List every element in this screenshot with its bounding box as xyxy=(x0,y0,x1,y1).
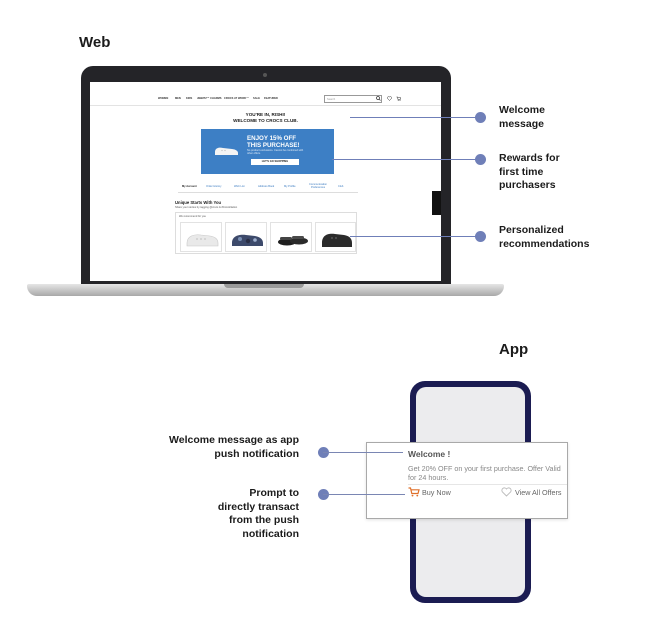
buy-now-button[interactable]: Buy Now xyxy=(408,487,451,497)
tab-address-book[interactable]: Address Book xyxy=(258,185,275,188)
personalized-label: Personalized recommendations xyxy=(499,224,590,250)
laptop-screen: WOMEN MEN KIDS JIBBITZ™ CHARMS CROCS AT … xyxy=(90,82,441,281)
tab-my-profile[interactable]: My Profile xyxy=(284,185,296,188)
banner-title-line-2: THIS PURCHASE! xyxy=(247,142,300,149)
cart-icon[interactable] xyxy=(396,96,401,101)
prompt-connector-line xyxy=(323,494,405,495)
product-card[interactable] xyxy=(180,222,222,252)
welcome-marker-dot xyxy=(475,112,486,123)
unique-section-title: Unique Starts With You xyxy=(175,200,222,205)
tab-communication-preferences[interactable]: Communication Preferences xyxy=(308,183,328,189)
view-all-offers-label: View All Offers xyxy=(515,488,562,497)
clog-shoe-icon xyxy=(215,147,238,155)
nav-item-women[interactable]: WOMEN xyxy=(158,97,169,100)
buy-now-label: Buy Now xyxy=(422,488,451,497)
welcome-push-connector-line xyxy=(323,452,403,453)
unique-section-subtitle: Share your stories by tagging @crocs & #… xyxy=(175,206,238,209)
camo-clog-image xyxy=(232,234,263,246)
shopping-cart-icon xyxy=(408,487,420,497)
search-icon[interactable] xyxy=(376,96,381,101)
account-tabs: My Account Order History Wish List Addre… xyxy=(178,182,358,193)
lets-go-shopping-button[interactable]: LET'S GO SHOPPING xyxy=(251,159,299,165)
site-search-input[interactable]: Search xyxy=(324,95,382,103)
notification-title: Welcome ! xyxy=(408,449,451,459)
welcome-push-label: Welcome message as app push notification xyxy=(169,434,299,460)
rewards-marker-dot xyxy=(475,154,486,165)
white-clog-image xyxy=(186,234,219,247)
product-card[interactable] xyxy=(225,222,267,252)
laptop-notch xyxy=(224,284,304,288)
nav-item-kids[interactable]: KIDS xyxy=(186,97,193,100)
tab-wish-list[interactable]: Wish List xyxy=(234,185,245,188)
black-slide-image xyxy=(278,236,308,246)
nav-item-crocs-at-work[interactable]: CROCS AT WORK™ xyxy=(224,97,249,100)
tab-order-history[interactable]: Order History xyxy=(206,185,222,188)
heart-icon[interactable] xyxy=(387,96,392,101)
welcome-line-2: WELCOME TO CROCS CLUB. xyxy=(233,118,298,123)
nav-item-featured[interactable]: FEATURED xyxy=(264,97,278,100)
discount-banner: ENJOY 15% OFF THIS PURCHASE! No product … xyxy=(201,129,334,174)
banner-title-line-1: ENJOY 15% OFF xyxy=(247,135,297,142)
personalized-connector-line xyxy=(350,236,480,237)
banner-subtext: No product exclusions. Cannot be combine… xyxy=(247,149,304,156)
black-clog-image xyxy=(322,233,352,247)
prompt-label: Prompt to directly transact from the pus… xyxy=(217,487,299,540)
welcome-line-1: YOU'RE IN, RISHI! xyxy=(245,112,286,117)
tab-my-account[interactable]: My Account xyxy=(182,185,197,188)
notification-body: Get 20% OFF on your first purchase. Offe… xyxy=(408,464,561,482)
recommendations-panel: We recommend for you xyxy=(175,212,357,254)
web-heading: Web xyxy=(79,34,111,51)
app-heading: App xyxy=(499,341,529,358)
nav-item-jibbitz[interactable]: JIBBITZ™ CHARMS xyxy=(197,97,222,100)
push-notification[interactable]: Welcome ! Get 20% OFF on your first purc… xyxy=(366,442,568,519)
banner-title: ENJOY 15% OFF THIS PURCHASE! xyxy=(247,135,327,149)
tab-club[interactable]: Club xyxy=(338,185,344,188)
site-welcome-message: YOU'RE IN, RISHI! WELCOME TO CROCS CLUB. xyxy=(90,112,441,124)
heart-icon xyxy=(501,487,512,497)
product-card[interactable] xyxy=(270,222,312,252)
view-all-offers-button[interactable]: View All Offers xyxy=(501,487,561,497)
rewards-label: Rewards for first time purchasers xyxy=(499,152,560,191)
product-card[interactable] xyxy=(315,222,356,252)
laptop-base xyxy=(27,284,504,296)
personalized-marker-dot xyxy=(475,231,486,242)
nav-item-sale[interactable]: SALE xyxy=(253,97,260,100)
welcome-connector-line xyxy=(350,117,480,118)
notification-divider xyxy=(408,484,567,485)
welcome-message-label: Welcome message xyxy=(499,104,545,130)
recommendations-label: We recommend for you xyxy=(179,215,206,218)
laptop-camera xyxy=(263,73,267,77)
site-nav-bar: WOMEN MEN KIDS JIBBITZ™ CHARMS CROCS AT … xyxy=(90,93,441,106)
nav-item-men[interactable]: MEN xyxy=(175,97,181,100)
side-feedback-tab[interactable] xyxy=(432,191,441,215)
rewards-connector-line xyxy=(332,159,480,160)
